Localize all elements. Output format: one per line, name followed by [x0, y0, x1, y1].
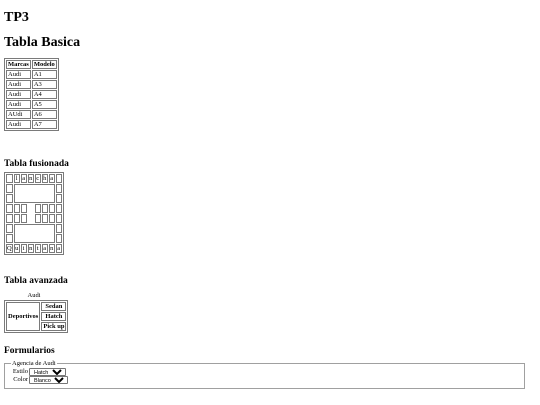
cell-marca: Audi	[6, 120, 31, 129]
estilo-select[interactable]: Hatch	[29, 368, 66, 376]
type-cell: Sedan	[41, 302, 67, 311]
merged-cell: Q	[6, 244, 13, 253]
merged-cell	[13, 214, 20, 223]
forms-heading: Formularios	[4, 346, 55, 356]
merged-cell	[20, 214, 27, 223]
merged-cell: n	[48, 244, 55, 253]
merged-cell: a	[55, 244, 62, 253]
merged-cell	[55, 214, 62, 223]
cell-modelo: A6	[31, 110, 57, 119]
row-header-deportivos: Deportivos	[6, 302, 41, 331]
merged-block	[13, 224, 55, 243]
merged-cell	[6, 194, 13, 203]
table-row: AUdi A6	[6, 110, 57, 119]
merged-row	[6, 224, 62, 243]
merged-cell	[41, 204, 48, 213]
table-row: Hatch	[6, 312, 67, 321]
merged-cell	[27, 204, 34, 213]
merged-cell	[55, 224, 62, 233]
merged-cell	[27, 214, 34, 223]
table-row: Audi A7	[6, 120, 57, 129]
merged-cell	[13, 204, 20, 213]
merged-cell	[6, 234, 13, 243]
merged-cell: n	[27, 244, 34, 253]
merged-cell	[55, 174, 62, 183]
table-row: Pick up	[6, 322, 67, 331]
merged-cell	[55, 204, 62, 213]
merged-cell	[34, 214, 41, 223]
advanced-table-caption: Audi	[27, 292, 41, 299]
cell-marca: Audi	[6, 90, 31, 99]
merged-cell	[55, 234, 62, 243]
table-header-row: Marcas Modelo	[6, 60, 57, 69]
merged-cell: a	[41, 244, 48, 253]
merged-cell	[48, 214, 55, 223]
basic-table-heading: Tabla Basica	[4, 35, 81, 50]
table-row: Audi A1	[6, 70, 57, 79]
merged-cell	[6, 204, 13, 213]
merged-cell: t	[34, 244, 41, 253]
cell-marca: Audi	[6, 80, 31, 89]
merged-block	[13, 184, 55, 203]
merged-cell	[6, 174, 13, 183]
table-row: Deportivos Sedan	[6, 302, 67, 331]
merged-cell	[20, 204, 27, 213]
cell-modelo: A5	[31, 100, 57, 109]
merged-cell	[6, 214, 13, 223]
type-cell: Hatch	[41, 312, 67, 321]
agency-fieldset: Agencia de Audi Estilo Hatch Color Blanc…	[4, 360, 525, 389]
cell-marca: Audi	[6, 100, 31, 109]
advanced-table: Deportivos Sedan Hatch Pick up	[4, 300, 69, 333]
merged-cell	[55, 184, 62, 193]
estilo-row: Estilo Hatch	[11, 368, 518, 376]
cell-modelo: A3	[31, 80, 57, 89]
color-row: Color Blanco	[11, 376, 518, 384]
merged-top-row: l a n c h a	[6, 174, 62, 183]
table-row: Audi A4	[6, 90, 57, 99]
advanced-table-heading: Tabla avanzada	[4, 276, 68, 286]
agency-legend: Agencia de Audi	[12, 360, 56, 367]
merged-bottom-row: Q u i n t a n a	[6, 244, 62, 253]
page-title: TP3	[4, 10, 29, 25]
merged-table-heading: Tabla fusionada	[4, 159, 69, 169]
cell-modelo: A1	[31, 70, 57, 79]
header-modelo: Modelo	[31, 60, 57, 69]
merged-row	[6, 214, 62, 223]
basic-table: Marcas Modelo Audi A1 Audi A3 Audi A4 Au…	[4, 58, 59, 131]
merged-cell: h	[41, 174, 48, 183]
merged-cell: c	[34, 174, 41, 183]
merged-cell	[41, 214, 48, 223]
merged-row	[6, 204, 62, 213]
page: TP3 Tabla Basica Marcas Modelo Audi A1 A…	[4, 10, 525, 389]
merged-cell: a	[48, 174, 55, 183]
merged-cell: u	[13, 244, 20, 253]
merged-cell	[6, 184, 13, 193]
merged-row	[6, 194, 62, 203]
table-row: Audi A3	[6, 80, 57, 89]
merged-cell: i	[20, 244, 27, 253]
color-label: Color	[13, 376, 28, 383]
merged-cell: n	[27, 174, 34, 183]
color-select[interactable]: Blanco	[29, 376, 68, 384]
merged-row	[6, 184, 62, 203]
cell-modelo: A4	[31, 90, 57, 99]
merged-cell	[6, 224, 13, 233]
cell-marca: AUdi	[6, 110, 31, 119]
merged-cell: l	[13, 174, 20, 183]
cell-modelo: A7	[31, 120, 57, 129]
header-marcas: Marcas	[6, 60, 31, 69]
merged-cell: a	[20, 174, 27, 183]
table-row: Audi A5	[6, 100, 57, 109]
merged-row	[6, 234, 62, 243]
type-cell: Pick up	[41, 322, 67, 331]
merged-cell	[55, 194, 62, 203]
merged-cell	[48, 204, 55, 213]
merged-cell	[34, 204, 41, 213]
cell-marca: Audi	[6, 70, 31, 79]
estilo-label: Estilo	[12, 368, 28, 375]
merged-table: l a n c h a	[4, 172, 64, 255]
